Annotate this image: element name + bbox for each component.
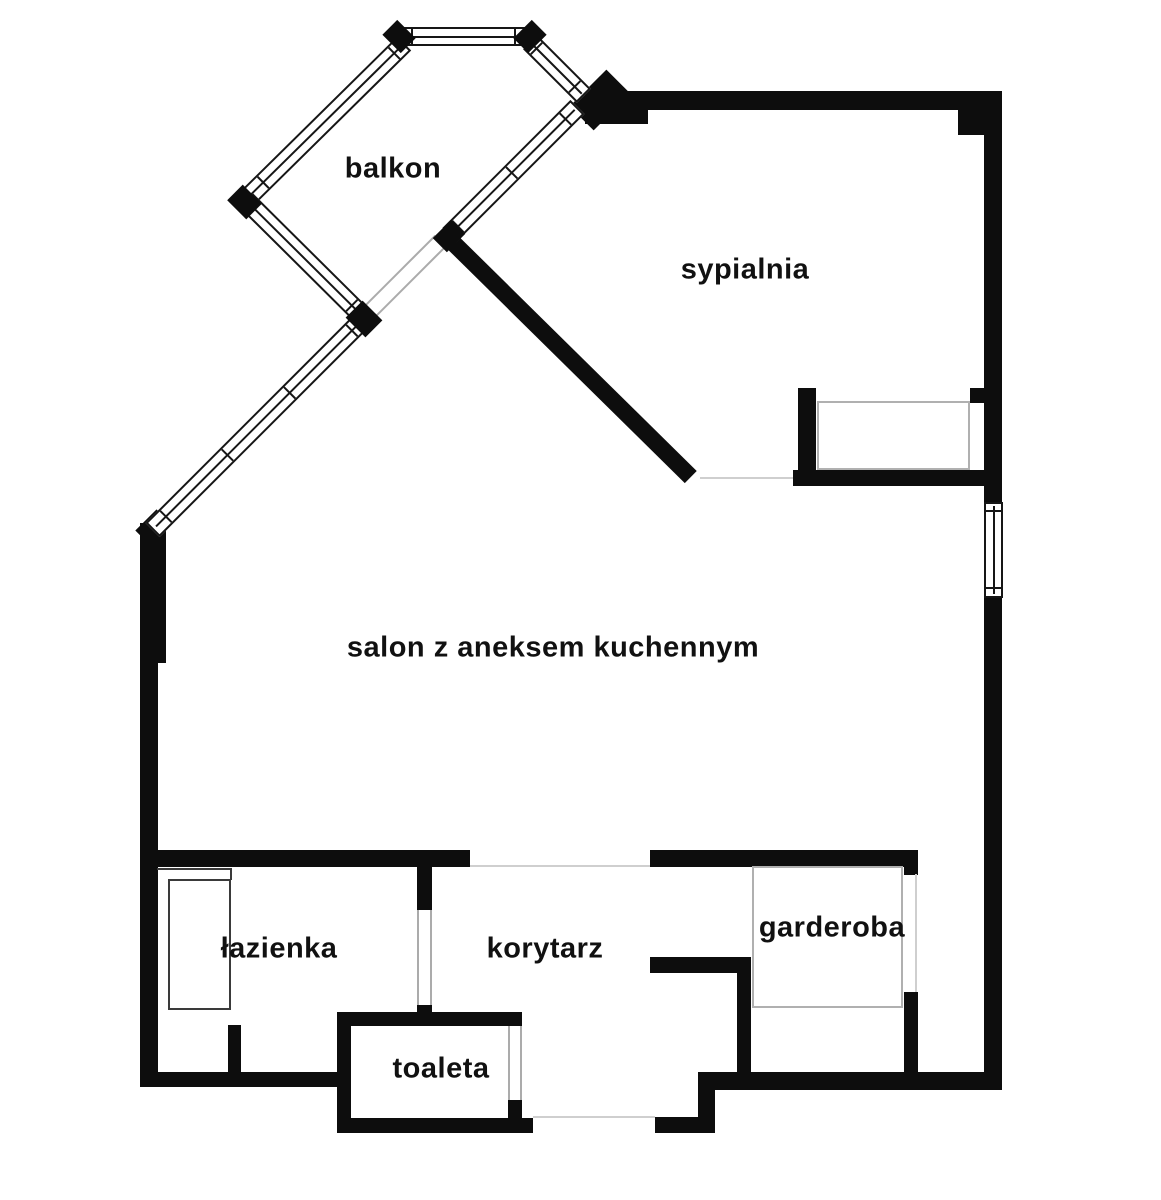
wall-bathroom-inner-stub <box>228 1025 241 1072</box>
window-balcony-lower-left <box>239 193 371 325</box>
door-bathroom <box>417 910 432 1005</box>
window-center-line <box>155 322 360 528</box>
room-label-toilet: toaleta <box>392 1052 490 1085</box>
window-divider <box>986 586 1001 589</box>
wall-bedroom-top <box>585 91 1002 110</box>
wall-bottom-left <box>140 1072 337 1087</box>
shower-fixture-line <box>157 868 232 870</box>
window-balcony-top <box>402 27 528 46</box>
room-label-bedroom: sypialnia <box>680 253 810 286</box>
door-toilet <box>508 1026 522 1100</box>
wall-corridor-top <box>650 850 918 867</box>
wall-bedroom-recess-stub <box>970 388 984 403</box>
wall-bedroom-recess <box>798 388 816 472</box>
shower-fixture <box>168 879 231 1010</box>
wall-right-upper <box>984 110 1002 502</box>
room-label-balcony: balkon <box>344 152 442 185</box>
wall-toilet-left <box>337 1012 351 1133</box>
opening-wardrobe-door <box>915 874 917 992</box>
wall-wardrobe-left-lower <box>904 992 918 1073</box>
window-center-line <box>992 505 995 595</box>
room-label-corridor: korytarz <box>486 932 604 965</box>
wall-left-lower <box>140 663 158 1087</box>
opening-bedroom-door <box>700 477 793 479</box>
wall-toilet-stub-bottom <box>508 1100 522 1133</box>
wardrobe-fixture-bedroom <box>817 401 970 470</box>
wall-bathroom-door-stub-upper <box>417 850 432 910</box>
room-label-wardrobe: garderoba <box>758 911 906 944</box>
wall-bathroom-top <box>158 850 470 867</box>
shower-fixture-line <box>230 868 232 880</box>
room-label-bathroom: łazienka <box>220 932 338 965</box>
opening-entrance <box>533 1116 655 1118</box>
wall-wardrobe-stub-top <box>904 867 918 875</box>
wall-bedroom-bottom <box>793 470 984 486</box>
window-balcony-lower-right <box>442 99 585 243</box>
wall-corridor-wardrobe-v <box>737 973 751 1090</box>
room-label-living-room: salon z aneksem kuchennym <box>346 631 760 664</box>
window-right-wall <box>984 502 1003 598</box>
window-center-line <box>405 35 525 38</box>
wall-wardrobe-bottom <box>715 1072 1002 1090</box>
wall-bottom-toilet <box>337 1118 533 1133</box>
window-center-line <box>247 202 363 316</box>
wall-bathroom-door-stub-lower <box>417 1005 432 1026</box>
window-center-line <box>451 108 576 234</box>
window-living-room-diagonal <box>145 312 370 538</box>
wardrobe-fixture-garderoba <box>752 866 903 1008</box>
wall-corridor-wardrobe-h <box>650 957 751 973</box>
wall-left-upper <box>140 523 166 663</box>
wall-diagonal-bedroom <box>446 235 697 484</box>
opening-living-to-corridor <box>470 865 650 867</box>
door-balcony <box>365 234 447 317</box>
window-divider <box>986 509 1001 512</box>
wall-bottom-mid <box>655 1117 715 1133</box>
wall-right-lower <box>984 598 1002 1090</box>
